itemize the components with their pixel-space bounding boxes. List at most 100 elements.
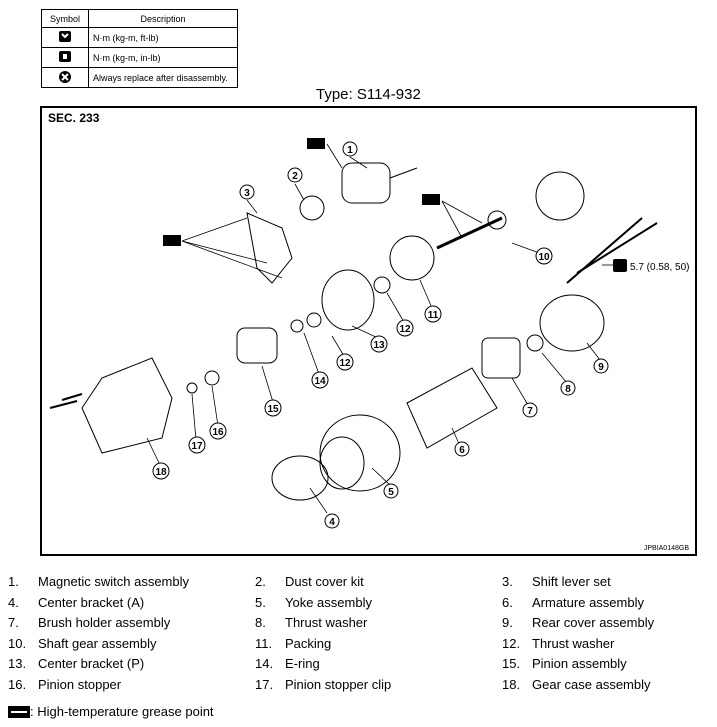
center-bracket-a-part <box>271 455 329 501</box>
part-name: Thrust washer <box>532 636 615 651</box>
gear-case-part <box>81 357 173 454</box>
part-number: 8. <box>255 615 266 630</box>
list-item: 5.Yoke assembly <box>255 595 372 610</box>
list-item: 12. Thrust washer <box>502 636 614 651</box>
callout-5: 5 <box>383 483 399 499</box>
svg-text:15: 15 <box>267 404 279 415</box>
list-item: 16. Pinion stopper <box>8 677 121 692</box>
part-name: Shaft gear assembly <box>38 636 157 651</box>
e-ring-part <box>290 319 304 333</box>
dust-cover-part <box>299 195 325 221</box>
callout-13: 13 <box>370 335 388 353</box>
packing-part <box>389 235 435 281</box>
part-name: Shift lever set <box>532 574 611 589</box>
list-item: 3.Shift lever set <box>502 574 611 589</box>
part-number: 16. <box>8 677 27 692</box>
part-number: 12. <box>502 636 521 651</box>
yoke-part <box>319 414 401 492</box>
part-number: 11. <box>255 636 273 651</box>
svg-text:4: 4 <box>329 517 335 528</box>
gear-ring-part <box>535 171 585 221</box>
section-label: SEC. 233 <box>48 111 100 125</box>
symbol-description: N·m (kg-m, in-lb) <box>88 47 238 68</box>
list-item: 4. Center bracket (A) <box>8 595 144 610</box>
part-number: 4. <box>8 595 19 610</box>
grease-point-icon <box>163 138 440 246</box>
grease-note-text: : High-temperature grease point <box>30 704 214 719</box>
pinion-stopper-part <box>204 370 220 386</box>
callout-12b: 12 <box>336 353 354 371</box>
part-number: 2. <box>255 574 266 589</box>
callout-10: 10 <box>535 247 553 265</box>
brush-holder-part <box>481 337 521 379</box>
part-number: 18. <box>502 677 521 692</box>
symbol-description: Always replace after disassembly. <box>88 67 238 88</box>
part-number: 9. <box>502 615 513 630</box>
callout-16: 16 <box>209 422 227 440</box>
type-label: Type: S114-932 <box>316 86 421 103</box>
torque-spec: 5.7 (0.58, 50) <box>630 262 689 273</box>
grease-point-icon <box>8 705 30 718</box>
svg-text:18: 18 <box>155 467 167 478</box>
thrust-washer-8-part <box>526 334 544 352</box>
list-item: 18.Gear case assembly <box>502 677 651 692</box>
grease-note: : High-temperature grease point <box>8 704 214 719</box>
always-replace-icon <box>41 67 89 88</box>
list-item: 14. E-ring <box>255 656 320 671</box>
list-item: 7.Brush holder assembly <box>8 615 170 630</box>
callout-9: 9 <box>593 358 609 374</box>
svg-text:9: 9 <box>598 362 604 373</box>
svg-text:5: 5 <box>388 487 394 498</box>
part-number: 15. <box>502 656 521 671</box>
svg-text:6: 6 <box>459 445 465 456</box>
svg-text:7: 7 <box>527 406 533 417</box>
part-name: Pinion stopper <box>38 677 122 692</box>
symbol-description: N·m (kg-m, ft-lb) <box>88 27 238 48</box>
callout-3: 3 <box>239 184 255 200</box>
list-item: 17.Pinion stopper clip <box>255 677 391 692</box>
part-number: 1. <box>8 574 19 589</box>
svg-text:10: 10 <box>538 252 550 263</box>
rear-cover-part <box>539 294 605 352</box>
center-bracket-p-part <box>321 269 375 331</box>
callout-4: 4 <box>324 513 340 529</box>
exploded-diagram: 1 2 3 4 5 6 7 8 9 10 11 12 12 13 14 15 1… <box>40 106 697 556</box>
part-name: Armature assembly <box>532 595 644 610</box>
starter-exploded-view: 1 2 3 4 5 6 7 8 9 10 11 12 12 13 14 15 1… <box>49 138 689 529</box>
description-header: Description <box>88 9 238 28</box>
part-name: E-ring <box>285 656 320 671</box>
part-number: 6. <box>502 595 513 610</box>
svg-text:14: 14 <box>314 376 326 387</box>
callout-12: 12 <box>396 319 414 337</box>
callout-8: 8 <box>560 380 576 396</box>
svg-text:1: 1 <box>347 145 353 156</box>
list-item: 13.Center bracket (P) <box>8 656 144 671</box>
part-number: 17. <box>255 677 274 692</box>
shaft-gear-part <box>436 216 503 250</box>
part-number: 14. <box>255 656 274 671</box>
svg-text:17: 17 <box>191 441 203 452</box>
image-code: JPBIA0148GB <box>643 545 689 552</box>
magnetic-switch-part <box>341 162 391 204</box>
svg-text:3: 3 <box>244 188 250 199</box>
torque-wrench-icon <box>613 259 627 272</box>
part-name: Yoke assembly <box>285 595 372 610</box>
callout-2: 2 <box>287 167 303 183</box>
thrust-washer-part <box>373 276 391 294</box>
pinion-part <box>236 327 278 364</box>
callout-15: 15 <box>264 399 282 417</box>
callout-1: 1 <box>342 141 358 157</box>
part-name: Center bracket (A) <box>38 595 145 610</box>
callout-11: 11 <box>424 305 442 323</box>
shift-lever-part <box>246 212 293 284</box>
callout-6: 6 <box>454 441 470 457</box>
list-item: 9.Rear cover assembly <box>502 615 654 630</box>
part-name: Center bracket (P) <box>38 656 145 671</box>
svg-text:12: 12 <box>399 324 411 335</box>
svg-text:2: 2 <box>292 171 298 182</box>
part-name: Thrust washer <box>285 615 368 630</box>
pinion-stopper-clip-part <box>186 382 198 394</box>
part-number: 10. <box>8 636 27 651</box>
list-item: 15.Pinion assembly <box>502 656 627 671</box>
list-item: 6. Armature assembly <box>502 595 644 610</box>
